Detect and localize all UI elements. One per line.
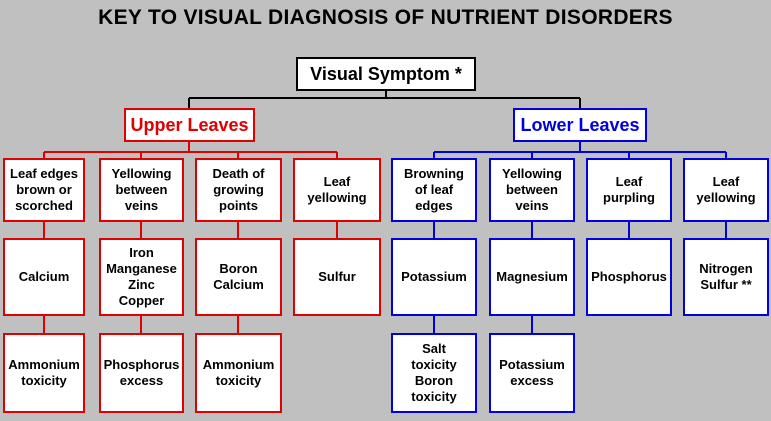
lower-symptom-leaf-yellowing: Leaf yellowing — [683, 158, 769, 222]
upper-nutrient-micronutrients: Iron Manganese Zinc Copper — [99, 238, 184, 316]
lower-nutrient-potassium: Potassium — [391, 238, 477, 316]
lower-symptom-leaf-purpling: Leaf purpling — [586, 158, 672, 222]
lower-nutrient-magnesium: Magnesium — [489, 238, 575, 316]
upper-leaves-header: Upper Leaves — [124, 108, 255, 142]
lower-leaves-header: Lower Leaves — [513, 108, 647, 142]
lower-nutrient-nitrogen-sulfur: Nitrogen Sulfur ** — [683, 238, 769, 316]
upper-symptom-leaf-edges: Leaf edges brown or scorched — [3, 158, 85, 222]
diagram-title: KEY TO VISUAL DIAGNOSIS OF NUTRIENT DISO… — [98, 6, 673, 29]
upper-cause-ammonium-toxicity-2: Ammonium toxicity — [195, 333, 282, 413]
visual-symptom-root: Visual Symptom * — [296, 57, 476, 91]
upper-cause-ammonium-toxicity: Ammonium toxicity — [3, 333, 85, 413]
lower-cause-potassium-excess: Potassium excess — [489, 333, 575, 413]
upper-nutrient-boron-calcium: Boron Calcium — [195, 238, 282, 316]
upper-cause-phosphorus-excess: Phosphorus excess — [99, 333, 184, 413]
lower-cause-salt-boron-toxicity: Salt toxicity Boron toxicity — [391, 333, 477, 413]
upper-nutrient-calcium: Calcium — [3, 238, 85, 316]
upper-nutrient-sulfur: Sulfur — [293, 238, 381, 316]
lower-nutrient-phosphorus: Phosphorus — [586, 238, 672, 316]
upper-symptom-growing-point-death: Death of growing points — [195, 158, 282, 222]
lower-symptom-leaf-edge-browning: Browning of leaf edges — [391, 158, 477, 222]
lower-symptom-interveinal-yellowing: Yellowing between veins — [489, 158, 575, 222]
upper-symptom-leaf-yellowing: Leaf yellowing — [293, 158, 381, 222]
upper-symptom-interveinal-yellowing: Yellowing between veins — [99, 158, 184, 222]
